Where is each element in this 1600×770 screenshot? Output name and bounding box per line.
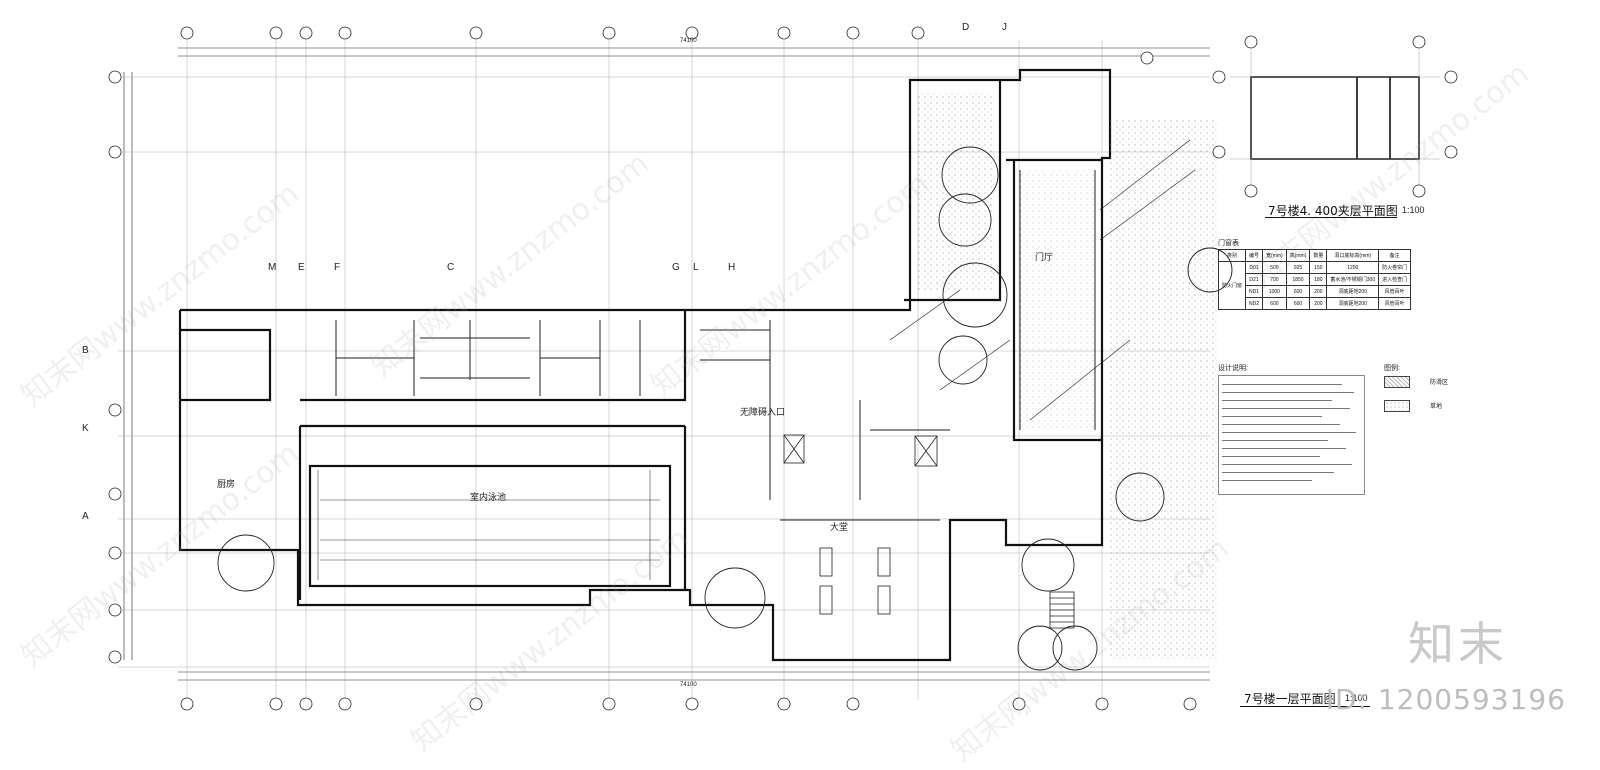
title-underline: [1265, 217, 1397, 218]
table-cell: ND1: [1245, 285, 1264, 298]
note-line: [1222, 424, 1340, 425]
axis-label: C: [447, 262, 455, 273]
note-line: [1222, 432, 1356, 433]
table-cell: 防火门窗: [1217, 261, 1247, 310]
legend-title: 图例:: [1384, 365, 1400, 372]
design-notes: [1218, 375, 1365, 495]
tree-symbols: [217, 146, 1233, 671]
axis-label: G: [672, 262, 680, 273]
note-line: [1222, 400, 1332, 401]
main-drawing-title: 7号楼一层平面图: [1244, 692, 1336, 706]
door-window-table: 类别 编号 宽(mm) 高(mm) 数量 洞口底标高(mm) 备注 防火门窗 D…: [1217, 249, 1412, 310]
table-cell: 防火卷帘门: [1378, 261, 1412, 274]
table-cell: 200: [1309, 285, 1328, 298]
note-line: [1222, 448, 1346, 449]
room-label: 大堂: [830, 522, 849, 532]
table-cell: 700: [1262, 273, 1287, 286]
mezzanine-plan: [1250, 76, 1420, 160]
title-underline: [1240, 706, 1370, 707]
table-cell: 600: [1285, 297, 1311, 310]
table-row: D21 700 1850 180 蓄水池/不锈钢门300 进入检查门: [1219, 273, 1412, 286]
table-cell: 1200: [1326, 261, 1380, 274]
mezzanine-title: 7号楼4. 400夹层平面图: [1268, 204, 1398, 218]
legend-label: 防滑区: [1430, 380, 1449, 386]
table-cell: 洞底距地200: [1326, 285, 1380, 298]
note-line: [1222, 472, 1334, 473]
dimension-label: 74100: [680, 682, 697, 688]
column-bubbles-top: [108, 26, 1197, 711]
axis-label: J: [1002, 22, 1007, 33]
axis-label: E: [298, 262, 305, 273]
leader-lines: [889, 139, 1196, 421]
table-header: 编号: [1245, 249, 1264, 262]
legend-swatch-hatch: [1384, 376, 1410, 388]
table-header: 宽(mm): [1262, 249, 1287, 262]
axis-label: M: [268, 262, 277, 273]
table-cell: 进入检查门: [1378, 273, 1412, 286]
table-cell: 风管百叶: [1378, 285, 1412, 298]
table-cell: 925: [1285, 261, 1311, 274]
note-line: [1222, 416, 1322, 417]
table-row: ND2 600 600 200 洞底距地200 风管百叶: [1219, 297, 1412, 310]
table-cell: D01: [1245, 261, 1264, 274]
floor-plan-svg: [108, 26, 1458, 711]
table-cell: D21: [1245, 273, 1264, 286]
table-header-row: 类别 编号 宽(mm) 高(mm) 数量 洞口底标高(mm) 备注: [1217, 249, 1412, 262]
axis-label: K: [82, 423, 89, 434]
axis-label: L: [693, 262, 699, 273]
notes-title: 设计说明:: [1218, 365, 1248, 372]
axis-label: D: [962, 22, 970, 33]
mezzanine-grid: [1230, 50, 1440, 190]
note-line: [1222, 384, 1342, 385]
axis-label: B: [82, 345, 89, 356]
note-line: [1222, 408, 1350, 409]
mezzanine-scale: 1:100: [1402, 205, 1425, 215]
top-dimension-lines: [123, 47, 1210, 681]
table-cell: 150: [1309, 261, 1328, 274]
table-header: 备注: [1378, 249, 1412, 262]
note-line: [1222, 464, 1352, 465]
table-cell: 500: [1262, 261, 1287, 274]
door-table-title: 门窗表: [1218, 240, 1239, 247]
note-line: [1222, 440, 1328, 441]
room-label: 室内泳池: [470, 492, 507, 502]
legend-label: 草地: [1430, 404, 1443, 410]
table-header: 高(mm): [1285, 249, 1311, 262]
table-cell: ND2: [1245, 297, 1264, 310]
table-cell: 1000: [1262, 285, 1287, 298]
room-label: 厨房: [217, 479, 236, 489]
planting-areas: [918, 92, 1218, 660]
axis-label: F: [334, 262, 341, 273]
mezzanine-bubbles: [1212, 35, 1458, 198]
znzmo-logo: 知末: [1408, 617, 1508, 671]
legend-swatch-dots: [1384, 400, 1410, 412]
table-header: 类别: [1217, 249, 1247, 262]
stairs-elevators: [783, 434, 1075, 629]
axis-label: H: [728, 262, 736, 273]
room-label: 门厅: [1035, 252, 1054, 262]
table-cell: 200: [1309, 297, 1328, 310]
table-cell: 风管百叶: [1378, 297, 1412, 310]
asset-id: ID: 1200593196: [1325, 683, 1566, 716]
exterior-walls: [178, 68, 1112, 662]
table-cell: 蓄水池/不锈钢门300: [1326, 273, 1380, 286]
table-header: 数量: [1309, 249, 1328, 262]
main-drawing-scale: 1:100: [1345, 693, 1368, 703]
note-line: [1222, 456, 1320, 457]
table-cell: 600: [1285, 285, 1311, 298]
table-row: ND1 1000 600 200 洞底距地200 风管百叶: [1219, 285, 1412, 298]
note-line: [1222, 392, 1354, 393]
axis-label: A: [82, 511, 89, 522]
table-row: 防火门窗 D01 500 925 150 1200 防火卷帘门: [1217, 261, 1412, 310]
table-cell: 600: [1262, 297, 1287, 310]
dimension-label: 74100: [680, 38, 697, 44]
table-header: 洞口底标高(mm): [1326, 249, 1380, 262]
table-cell: 1850: [1285, 273, 1311, 286]
room-label: 无障碍入口: [740, 407, 786, 417]
pool-details: [317, 470, 660, 580]
table-cell: 洞底距地200: [1326, 297, 1380, 310]
note-line: [1222, 480, 1312, 481]
table-cell: 180: [1309, 273, 1328, 286]
drawing-canvas: 知末网www.znzmo.com 知末网www.znzmo.com 知末网www…: [15, 22, 1566, 769]
